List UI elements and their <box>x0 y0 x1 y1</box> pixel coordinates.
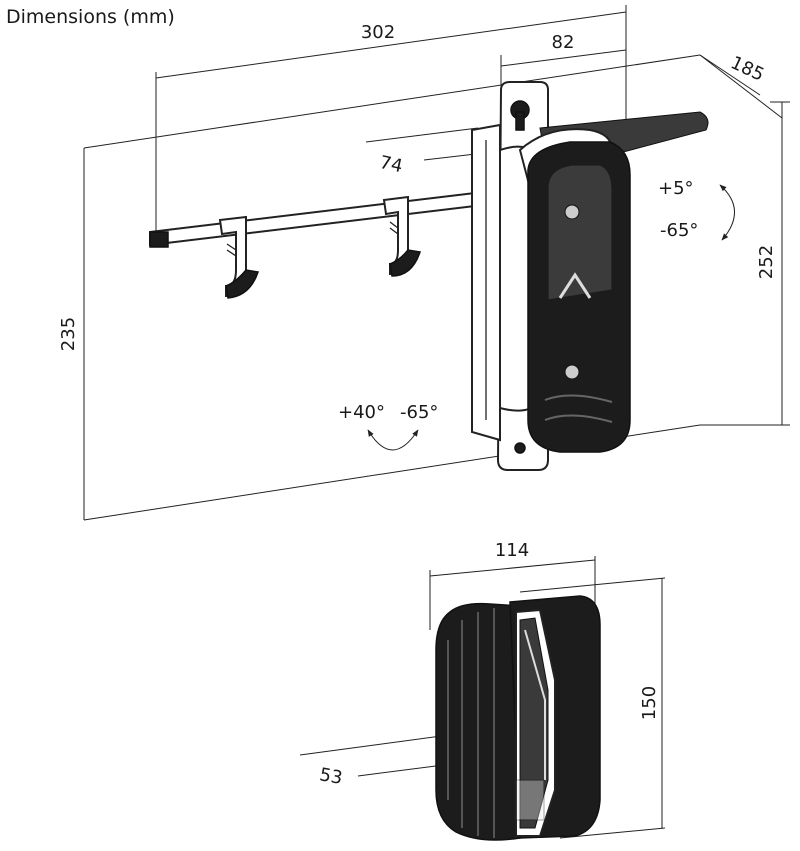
screw-hole-bottom <box>514 442 526 454</box>
dimension-53-label: 53 <box>318 764 344 789</box>
dimension-74-label: 74 <box>378 152 405 177</box>
dimension-114-label: 114 <box>495 540 529 561</box>
rail-end-cap <box>149 231 169 248</box>
dimension-74: 74 <box>365 127 511 177</box>
pad-detail-view: 114 150 53 <box>299 540 666 841</box>
diagram-title: Dimensions (mm) <box>6 6 175 28</box>
swivel-right-label: -65° <box>400 402 438 423</box>
pad-screw-bottom-icon <box>564 364 580 380</box>
dimension-150-label: 150 <box>639 686 660 720</box>
dimension-302: 302 <box>155 5 627 238</box>
dimension-185: 185 <box>699 52 783 119</box>
hook-left <box>218 215 259 299</box>
swivel-left-label: +40° <box>338 402 385 423</box>
dimension-82-label: 82 <box>552 32 575 53</box>
dimension-235-label: 235 <box>58 317 79 351</box>
tilt-indicator: +5° -65° <box>658 178 735 241</box>
swivel-indicator: +40° -65° <box>338 402 438 451</box>
dimension-252: 252 <box>700 101 790 426</box>
hook-right <box>382 195 421 277</box>
hanger-rail <box>149 188 501 299</box>
chevron-logo-icon <box>558 272 592 299</box>
dimension-302-label: 302 <box>361 22 395 43</box>
pad-clip-icon <box>524 629 546 780</box>
handle-pad <box>518 111 709 453</box>
tilt-down-label: -65° <box>660 220 698 241</box>
dimension-235: 235 <box>58 317 79 351</box>
dimension-252-label: 252 <box>756 245 777 279</box>
tilt-up-label: +5° <box>658 178 694 199</box>
pad-screw-top-icon <box>564 204 580 220</box>
